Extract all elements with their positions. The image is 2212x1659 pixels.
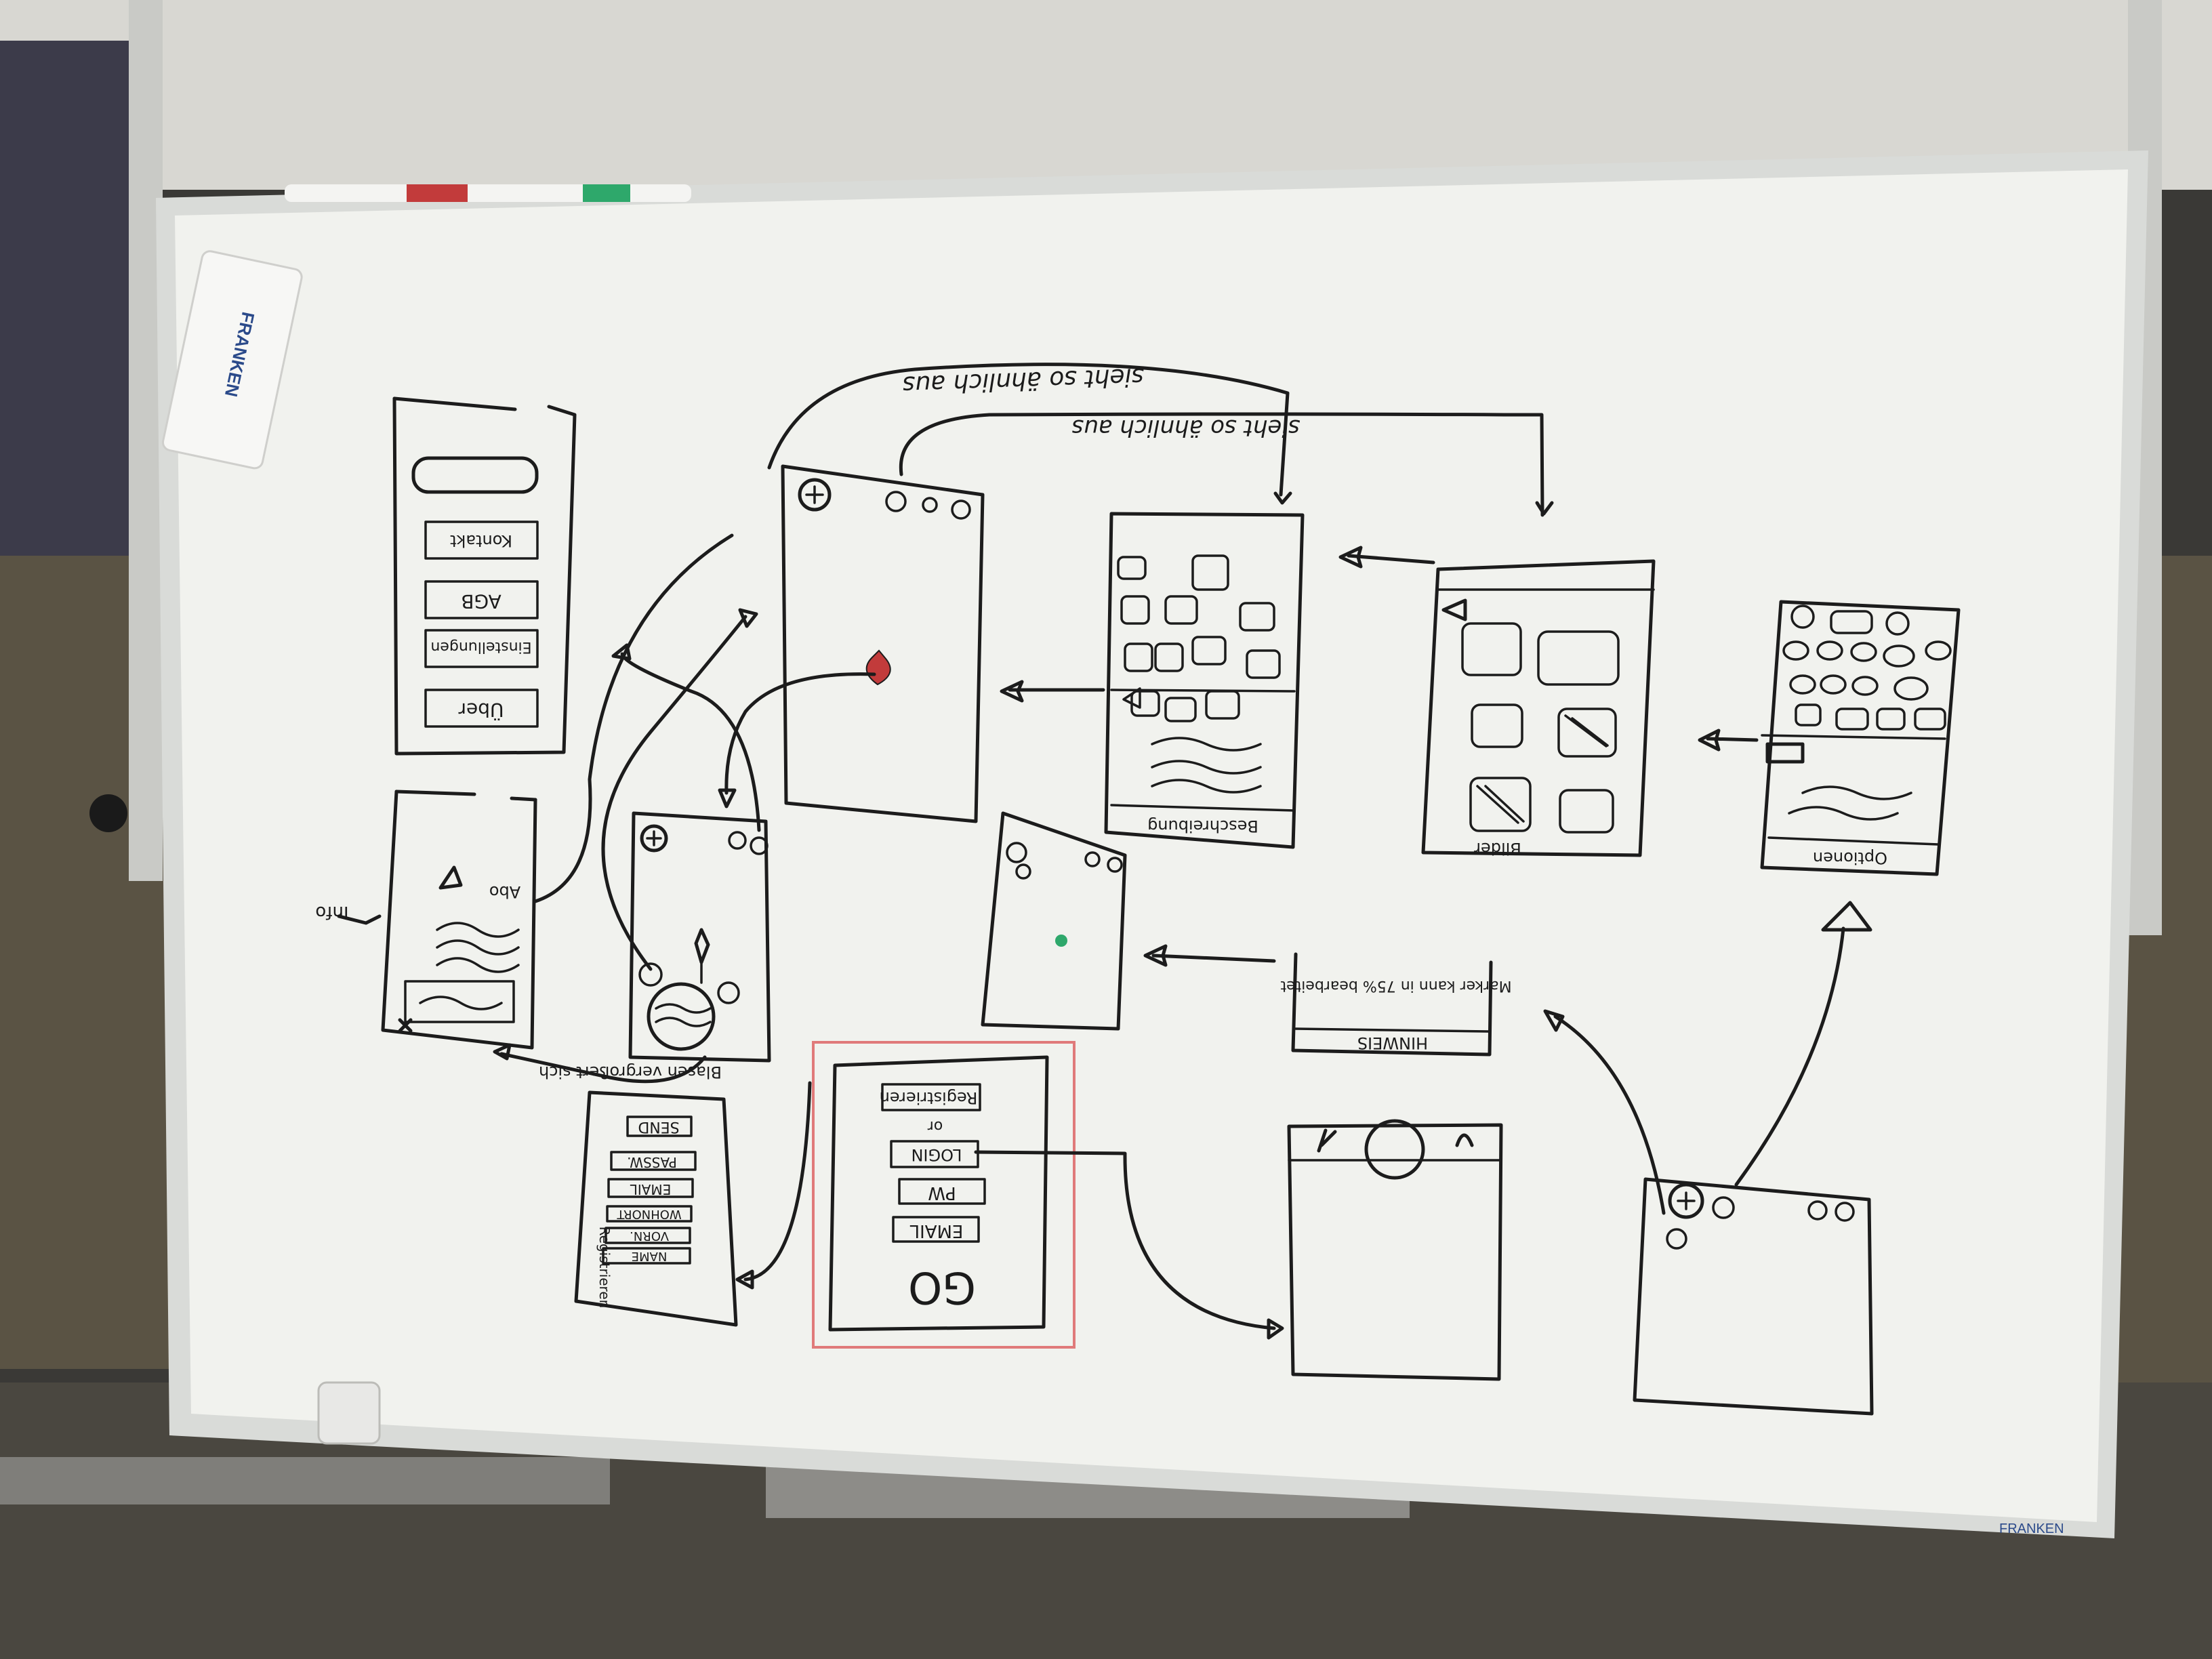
login-button-login: LOGIN [911, 1145, 962, 1164]
main-screen-sketch [1633, 1177, 1874, 1416]
board-clip [317, 1381, 381, 1445]
whiteboard-surface [175, 169, 2128, 1522]
options-screen-sketch: Optionen [1760, 600, 1961, 876]
reg-field-name: NAME [632, 1249, 668, 1263]
login-highlight-frame [812, 1041, 1076, 1349]
login-button-pw: PW [928, 1183, 956, 1203]
menu-screen-sketch: Einstellungen Kontakt AGB Über [392, 396, 577, 756]
reg-field-email: EMAIL [630, 1181, 671, 1197]
board-corner-brand: FRANKEN [1999, 1521, 2064, 1536]
reg-field-send: SEND [638, 1118, 679, 1135]
map-screen-green-sketch [981, 811, 1127, 1031]
arrow-connectors [493, 363, 1872, 1340]
images-label: Bilder [1474, 839, 1521, 858]
hint-text: Marker kann in 75% bearbeitet [1280, 977, 1511, 994]
map-screen-bubble-sketch [628, 811, 771, 1063]
hint-title: HINWEIS [1357, 1033, 1428, 1052]
login-or: or [927, 1118, 943, 1134]
login-screen-sketch: Registrieren or LOGIN PW EMAIL GO [812, 1041, 1076, 1349]
map-screen-red-sketch [781, 464, 985, 823]
marker-red-band [407, 184, 468, 202]
images-screen-sketch: Bilder [1421, 559, 1656, 858]
note-sieht-aus-2: sieht so ähnlich aus [1071, 414, 1300, 441]
login-logo: GO [908, 1262, 976, 1312]
marker-green-band [583, 184, 630, 202]
info-label-abo: Abo [489, 882, 520, 901]
menu-item-4: Über [458, 699, 504, 722]
board-knob [89, 794, 127, 832]
info-screen-sketch: Abo Info [315, 790, 537, 1050]
green-marker-dot [1055, 935, 1067, 947]
login-button-email: EMAIL [909, 1221, 963, 1241]
bubble-grows-label: Blasen vergrößert sich [539, 1063, 722, 1082]
eraser: FRANKEN [161, 250, 303, 470]
hint-card-sketch: HINWEIS Marker kann in 75% bearbeitet [1280, 952, 1512, 1057]
left-wall-panel [0, 41, 149, 556]
gallery-label: Beschreibung [1147, 817, 1258, 836]
floor-grate-left [0, 1457, 610, 1504]
registration-title: Registrieren [596, 1227, 613, 1309]
menu-item-1: Einstellungen [430, 638, 531, 655]
info-label-info: Info [315, 902, 348, 922]
reg-field-wohnort: WOHNORT [616, 1207, 681, 1221]
menu-item-3: AGB [461, 590, 501, 613]
camera-screen-sketch [1287, 1119, 1503, 1381]
reg-field-vorn: VORN. [630, 1229, 669, 1243]
gallery-screen-sketch: Beschreibung [1104, 512, 1305, 849]
options-label: Optionen [1813, 848, 1887, 867]
menu-item-2: Kontakt [450, 531, 512, 550]
registration-form-sketch: Registrieren NAME VORN. WOHNORT EMAIL PA… [574, 1090, 738, 1327]
stand-pole-left [129, 0, 163, 881]
reg-field-passw: PASSW. [627, 1154, 677, 1170]
login-title: Registrieren [880, 1088, 978, 1107]
